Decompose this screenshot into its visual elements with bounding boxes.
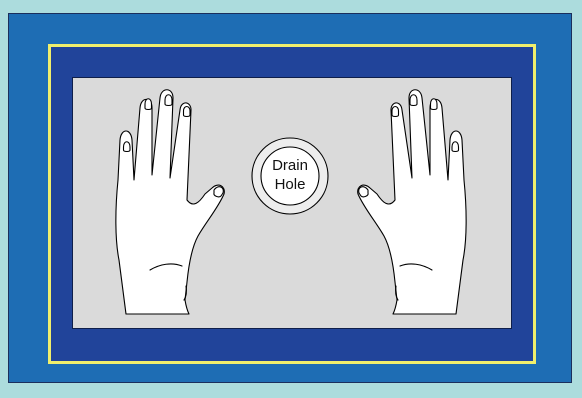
right-hand-icon — [358, 90, 466, 314]
left-hand-icon — [116, 90, 224, 314]
drain-label-line1: Drain — [258, 156, 322, 175]
drain-hole-label: Drain Hole — [258, 156, 322, 194]
drain-label-line2: Hole — [258, 175, 322, 194]
